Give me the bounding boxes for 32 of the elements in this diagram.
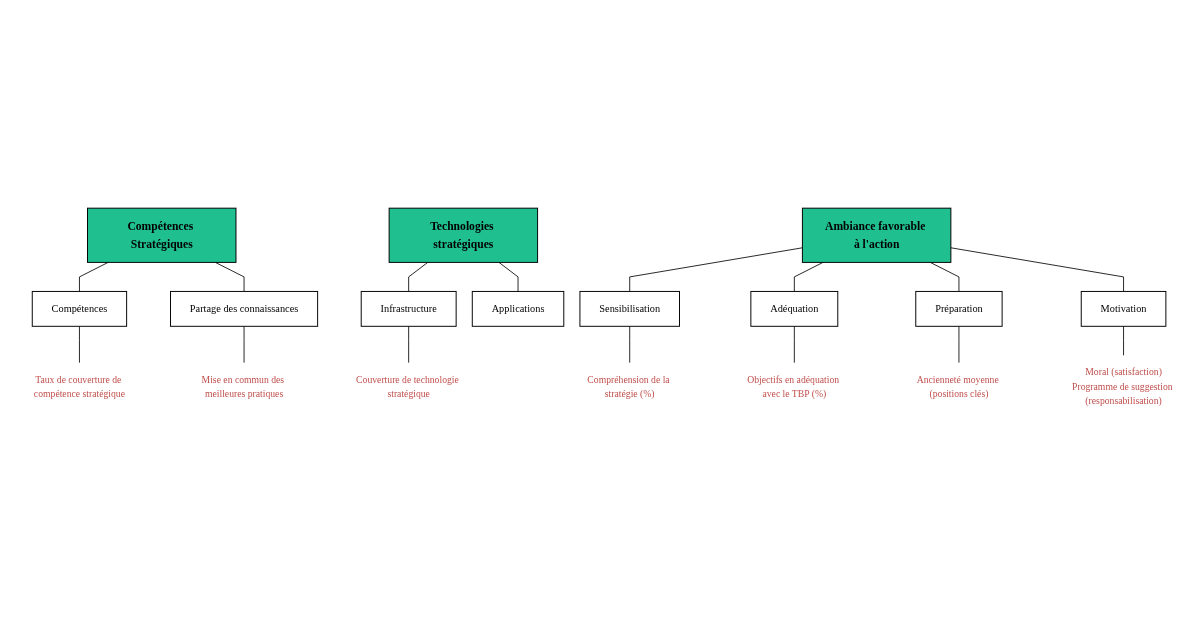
connector xyxy=(958,326,960,364)
connector xyxy=(793,326,795,364)
node-text: Couverture de technologie stratégique xyxy=(356,374,459,400)
node-text: Ancienneté moyenne (positions clés) xyxy=(916,374,999,400)
node-box: Infrastructure xyxy=(360,291,457,328)
connector xyxy=(793,262,824,293)
connector xyxy=(79,326,80,364)
connector xyxy=(929,262,960,293)
connector xyxy=(408,262,429,293)
connector xyxy=(1123,326,1124,357)
connector xyxy=(629,247,803,293)
node-text: Mise en commun des meilleures pratiques xyxy=(201,374,285,400)
node-box: Applications xyxy=(471,291,565,328)
connector xyxy=(243,326,245,364)
node-box: Compétences Stratégiques xyxy=(87,207,237,264)
node-box: Ambiance favorable à l'action xyxy=(801,207,952,264)
node-text: Moral (satisfaction) Programme de suggestion (responsabilisation) xyxy=(1072,367,1173,407)
connector xyxy=(498,262,519,293)
node-box: Partage des connaissances xyxy=(170,291,319,328)
connector xyxy=(629,326,631,364)
node-box: Motivation xyxy=(1080,291,1167,328)
node-box: Technologies stratégiques xyxy=(388,207,539,264)
connector xyxy=(950,247,1124,293)
node-box: Préparation xyxy=(915,291,1003,328)
connector xyxy=(79,262,109,293)
node-box: Compétences xyxy=(31,291,128,328)
node-text: Objectifs en adéquation avec le TBP (%) xyxy=(747,374,840,400)
connector xyxy=(408,326,410,364)
node-box: Sensibilisation xyxy=(579,291,680,328)
node-box: Adéquation xyxy=(750,291,839,328)
node-text: Taux de couverture de compétence stratégique xyxy=(33,374,126,400)
node-text: Compréhension de la stratégie (%) xyxy=(587,374,670,400)
